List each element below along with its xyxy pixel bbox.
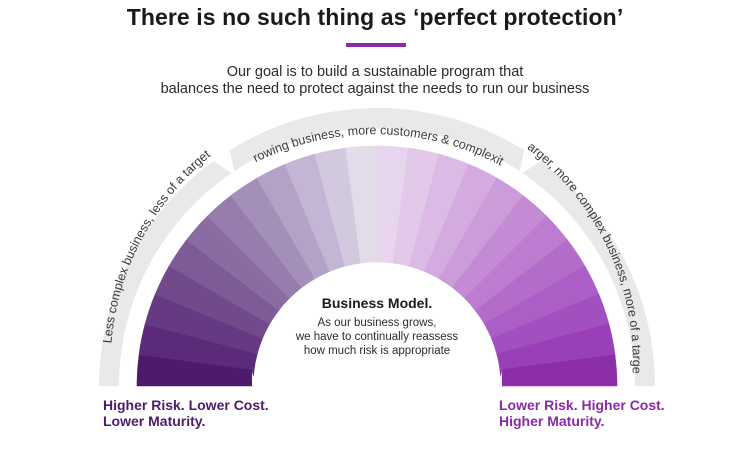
center-line-3: how much risk is appropriate [304, 345, 450, 357]
center-line-2: we have to continually reassess [295, 331, 459, 343]
subtitle-line-2: balances the need to protect against the… [160, 81, 590, 97]
base-corner-left [252, 368, 271, 386]
subtitle-line-1: Our goal is to build a sustainable progr… [226, 64, 524, 80]
center-line-1: As our business grows, [318, 317, 437, 329]
right-label-line-2: Higher Maturity. [499, 413, 605, 429]
page-title: There is no such thing as ‘perfect prote… [126, 4, 624, 30]
base-corner-right [483, 368, 502, 386]
arc-pointer-left [211, 148, 235, 176]
left-label-line-2: Lower Maturity. [103, 413, 206, 429]
left-maturity-label: Higher Risk. Lower Cost. Lower Maturity. [103, 397, 269, 429]
risk-gradient-segments [136, 145, 618, 387]
arc-pointer-right [519, 148, 543, 176]
title-underline [346, 43, 406, 47]
center-heading: Business Model. [322, 295, 432, 311]
right-maturity-label: Lower Risk. Higher Cost. Higher Maturity… [499, 397, 665, 429]
right-label-line-1: Lower Risk. Higher Cost. [499, 397, 665, 413]
left-label-line-1: Higher Risk. Lower Cost. [103, 397, 269, 413]
